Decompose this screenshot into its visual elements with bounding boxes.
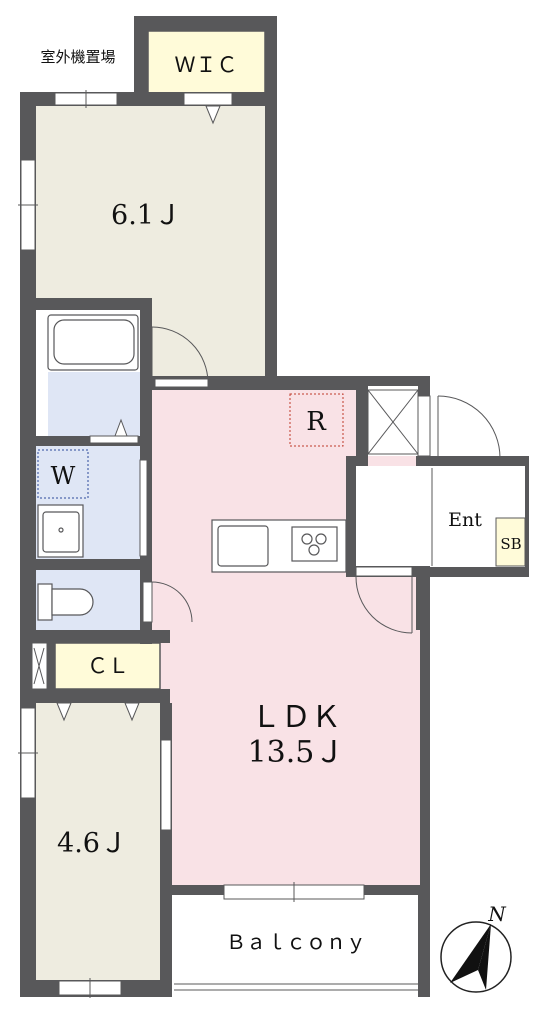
ldk-floor-left bbox=[170, 630, 420, 885]
doors bbox=[56, 92, 501, 722]
balcony-floor bbox=[174, 900, 416, 980]
shoe-box-label: SB bbox=[500, 535, 521, 553]
bath-floor-lower bbox=[48, 372, 140, 436]
pipe-shaft bbox=[367, 389, 419, 455]
kitchen-counter bbox=[211, 519, 347, 573]
bedroom-1-label: 6.1Ｊ bbox=[111, 200, 181, 231]
refrigerator-label: R bbox=[306, 407, 327, 437]
balcony-rail bbox=[174, 983, 418, 991]
outdoor-unit-area bbox=[22, 18, 134, 92]
wic-label: ＷＩＣ bbox=[175, 53, 238, 77]
porch-right bbox=[430, 380, 551, 456]
closet-label: ＣＬ bbox=[87, 654, 129, 678]
ldk-name-label: ＬＤＫ bbox=[251, 700, 341, 735]
bedroom-2-floor bbox=[36, 703, 160, 980]
closet-floor bbox=[54, 642, 161, 690]
balcony-label: Ｂａｌｃｏｎｙ bbox=[226, 930, 366, 954]
wic-floor bbox=[147, 30, 266, 96]
north-arrow-icon bbox=[450, 924, 491, 983]
washer-space bbox=[37, 449, 89, 499]
ldk-size-label: 13.5Ｊ bbox=[248, 735, 345, 770]
toilet-icon bbox=[37, 583, 94, 621]
window-ticks bbox=[18, 90, 295, 998]
fridge-space bbox=[289, 393, 344, 447]
washer-label: W bbox=[51, 462, 76, 490]
bedroom-2-label: 4.6Ｊ bbox=[57, 828, 127, 859]
stove-icon bbox=[301, 533, 327, 556]
outdoor-unit-label: 室外機置場 bbox=[40, 48, 115, 66]
bedroom-1-floor-lower bbox=[152, 298, 265, 378]
bathtub-icon bbox=[47, 314, 139, 371]
bedroom-1-floor bbox=[36, 106, 265, 298]
closet-x-mark bbox=[33, 647, 45, 685]
entrance-label: Ent bbox=[448, 509, 482, 531]
compass-north-label: N bbox=[487, 902, 507, 926]
shoe-box bbox=[495, 517, 526, 567]
washbasin-icon bbox=[37, 504, 84, 558]
compass: N bbox=[440, 902, 512, 993]
